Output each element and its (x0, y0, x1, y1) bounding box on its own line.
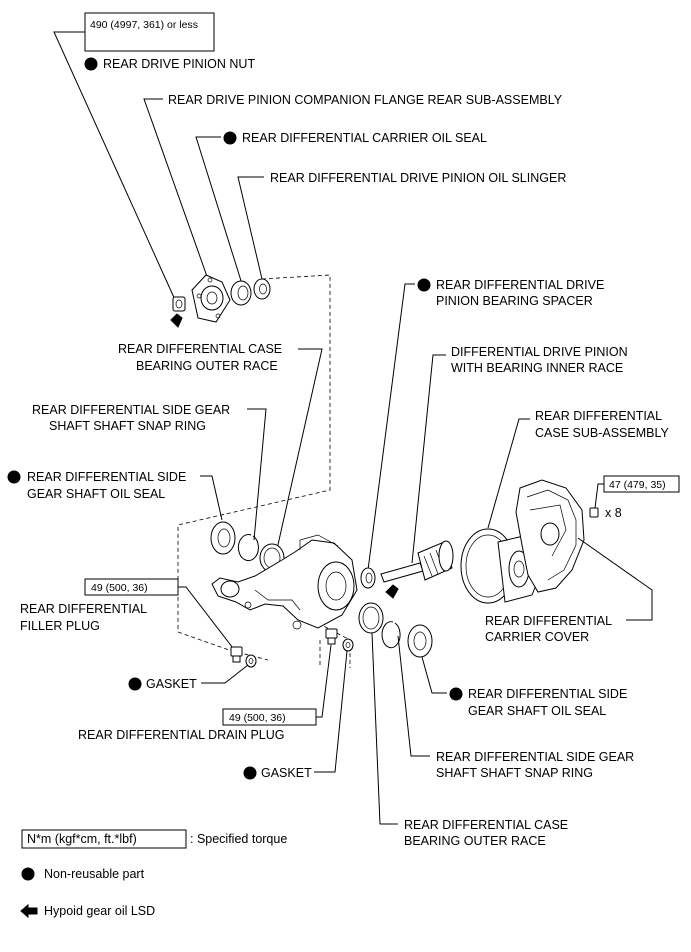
drain-plug-part (325, 628, 338, 645)
label-outer-race-right-1: REAR DIFFERENTIAL CASE (404, 818, 568, 832)
label-companion-flange: REAR DRIVE PINION COMPANION FLANGE REAR … (168, 93, 563, 107)
leader-snap-ring-left (247, 408, 267, 541)
torque-drain-plug: 49 (500, 36) (229, 712, 286, 724)
gasket-lower-part (342, 638, 354, 652)
label-case-sub-1: REAR DIFFERENTIAL (535, 409, 662, 423)
legend-torque-units: N*m (kgf*cm, ft.*lbf) (27, 832, 137, 846)
filler-plug-part (230, 646, 243, 663)
leader-oil-seal-right (421, 656, 447, 694)
torque-filler-plug: 49 (500, 36) (91, 582, 148, 594)
legend-nonreusable-text: Non-reusable part (44, 867, 145, 881)
leader-drain-plug (316, 644, 332, 718)
leader-snap-ring-right (397, 635, 430, 757)
outer-race-right-part (358, 602, 384, 634)
legend-oil-text: Hypoid gear oil LSD (44, 904, 155, 918)
label-drive-pinion-2: WITH BEARING INNER RACE (451, 361, 623, 375)
leader-bearing-spacer (367, 283, 415, 571)
leader-companion-flange (143, 98, 210, 283)
leader-cover-bolt (594, 483, 604, 509)
gasket-upper-part (245, 654, 257, 668)
snap-ring-right-part (381, 621, 401, 649)
label-bearing-spacer-1: REAR DIFFERENTIAL DRIVE (436, 278, 604, 292)
label-gasket-upper: GASKET (146, 677, 197, 691)
pinion-nut-part (172, 296, 186, 312)
label-outer-race-right-2: BEARING OUTER RACE (404, 834, 546, 848)
label-bearing-spacer-2: PINION BEARING SPACER (436, 294, 593, 308)
legend-torque-box (21, 829, 187, 849)
bearing-spacer-part (360, 567, 376, 589)
pinion-nut-torque-callout: 490 (4997, 361) or less (84, 12, 215, 52)
nonreusable-marker-icon (243, 766, 257, 780)
label-case-sub-2: CASE SUB-ASSEMBLY (535, 426, 670, 440)
nonreusable-marker-icon (449, 687, 463, 701)
label-oil-seal-right-1: REAR DIFFERENTIAL SIDE (468, 687, 627, 701)
torque-pinion-nut: 490 (4997, 361) or less (90, 19, 198, 31)
leader-case-sub (487, 418, 530, 529)
label-snap-ring-left-1: REAR DIFFERENTIAL SIDE GEAR (32, 403, 230, 417)
snap-ring-left-part (237, 534, 259, 562)
leader-outer-race-left (274, 348, 323, 559)
label-oil-seal-left-2: GEAR SHAFT OIL SEAL (27, 487, 165, 501)
torque-box-pinion-nut (84, 12, 215, 52)
label-oil-slinger: REAR DIFFERENTIAL DRIVE PINION OIL SLING… (270, 171, 566, 185)
nonreusable-marker-icon (128, 677, 142, 691)
leader-oil-seal-left (200, 475, 223, 521)
label-carrier-oil-seal: REAR DIFFERENTIAL CARRIER OIL SEAL (242, 131, 487, 145)
label-carrier-cover-2: CARRIER COVER (485, 630, 589, 644)
nonreusable-marker-icon (84, 57, 98, 71)
oil-arrow-icon (385, 584, 399, 599)
legend-oil-arrow-icon (20, 903, 38, 919)
leader-carrier-oil-seal (195, 136, 243, 285)
carrier-oil-seal-part (230, 280, 252, 306)
label-drive-pinion-1: DIFFERENTIAL DRIVE PINION (451, 345, 628, 359)
cover-bolt-part (589, 507, 599, 518)
label-snap-ring-left-2: SHAFT SHAFT SNAP RING (49, 419, 206, 433)
label-gasket-lower: GASKET (261, 766, 312, 780)
torque-cover-bolt: 47 (479, 35) (609, 479, 666, 491)
legend-torque-text: : Specified torque (190, 832, 287, 846)
drive-pinion-part (380, 540, 454, 583)
label-drain-plug: REAR DIFFERENTIAL DRAIN PLUG (78, 728, 285, 742)
legend: N*m (kgf*cm, ft.*lbf) : Specified torque… (20, 829, 287, 919)
legend-nonreusable-icon (21, 867, 35, 881)
label-carrier-cover-1: REAR DIFFERENTIAL (485, 614, 612, 628)
nonreusable-marker-icon (7, 470, 21, 484)
label-filler-plug-1: REAR DIFFERENTIAL (20, 602, 147, 616)
differential-carrier-housing (211, 534, 358, 630)
label-bolt-count: x 8 (605, 506, 622, 520)
label-snap-ring-right-2: SHAFT SHAFT SNAP RING (436, 766, 593, 780)
side-oil-seal-left-part (210, 521, 236, 555)
label-oil-seal-right-2: GEAR SHAFT OIL SEAL (468, 704, 606, 718)
label-pinion-nut: REAR DRIVE PINION NUT (103, 57, 255, 71)
leader-outer-race-right (371, 632, 398, 825)
assembly-dashline-upper (177, 274, 331, 632)
label-filler-plug-2: FILLER PLUG (20, 619, 100, 633)
side-oil-seal-right-part (407, 624, 433, 658)
assembly-dashline-lower (177, 631, 269, 661)
nonreusable-marker-icon (223, 131, 237, 145)
leader-oil-slinger (237, 176, 264, 280)
leader-drive-pinion (411, 354, 446, 564)
leader-pinion-nut (53, 31, 177, 303)
leader-gasket-upper (201, 664, 249, 684)
companion-flange-part (191, 274, 231, 323)
nonreusable-marker-icon (417, 278, 431, 292)
oil-slinger-part (253, 278, 271, 300)
differential-case-part (460, 528, 541, 604)
leader-carrier-cover (577, 537, 653, 621)
label-outer-race-left-2: BEARING OUTER RACE (136, 359, 278, 373)
label-oil-seal-left-1: REAR DIFFERENTIAL SIDE (27, 470, 186, 484)
leader-filler-plug (178, 586, 237, 653)
label-snap-ring-right-1: REAR DIFFERENTIAL SIDE GEAR (436, 750, 634, 764)
leader-gasket-lower (314, 650, 348, 773)
oil-arrow-icon (170, 313, 183, 328)
label-outer-race-left-1: REAR DIFFERENTIAL CASE (118, 342, 282, 356)
carrier-cover-part (515, 479, 585, 593)
